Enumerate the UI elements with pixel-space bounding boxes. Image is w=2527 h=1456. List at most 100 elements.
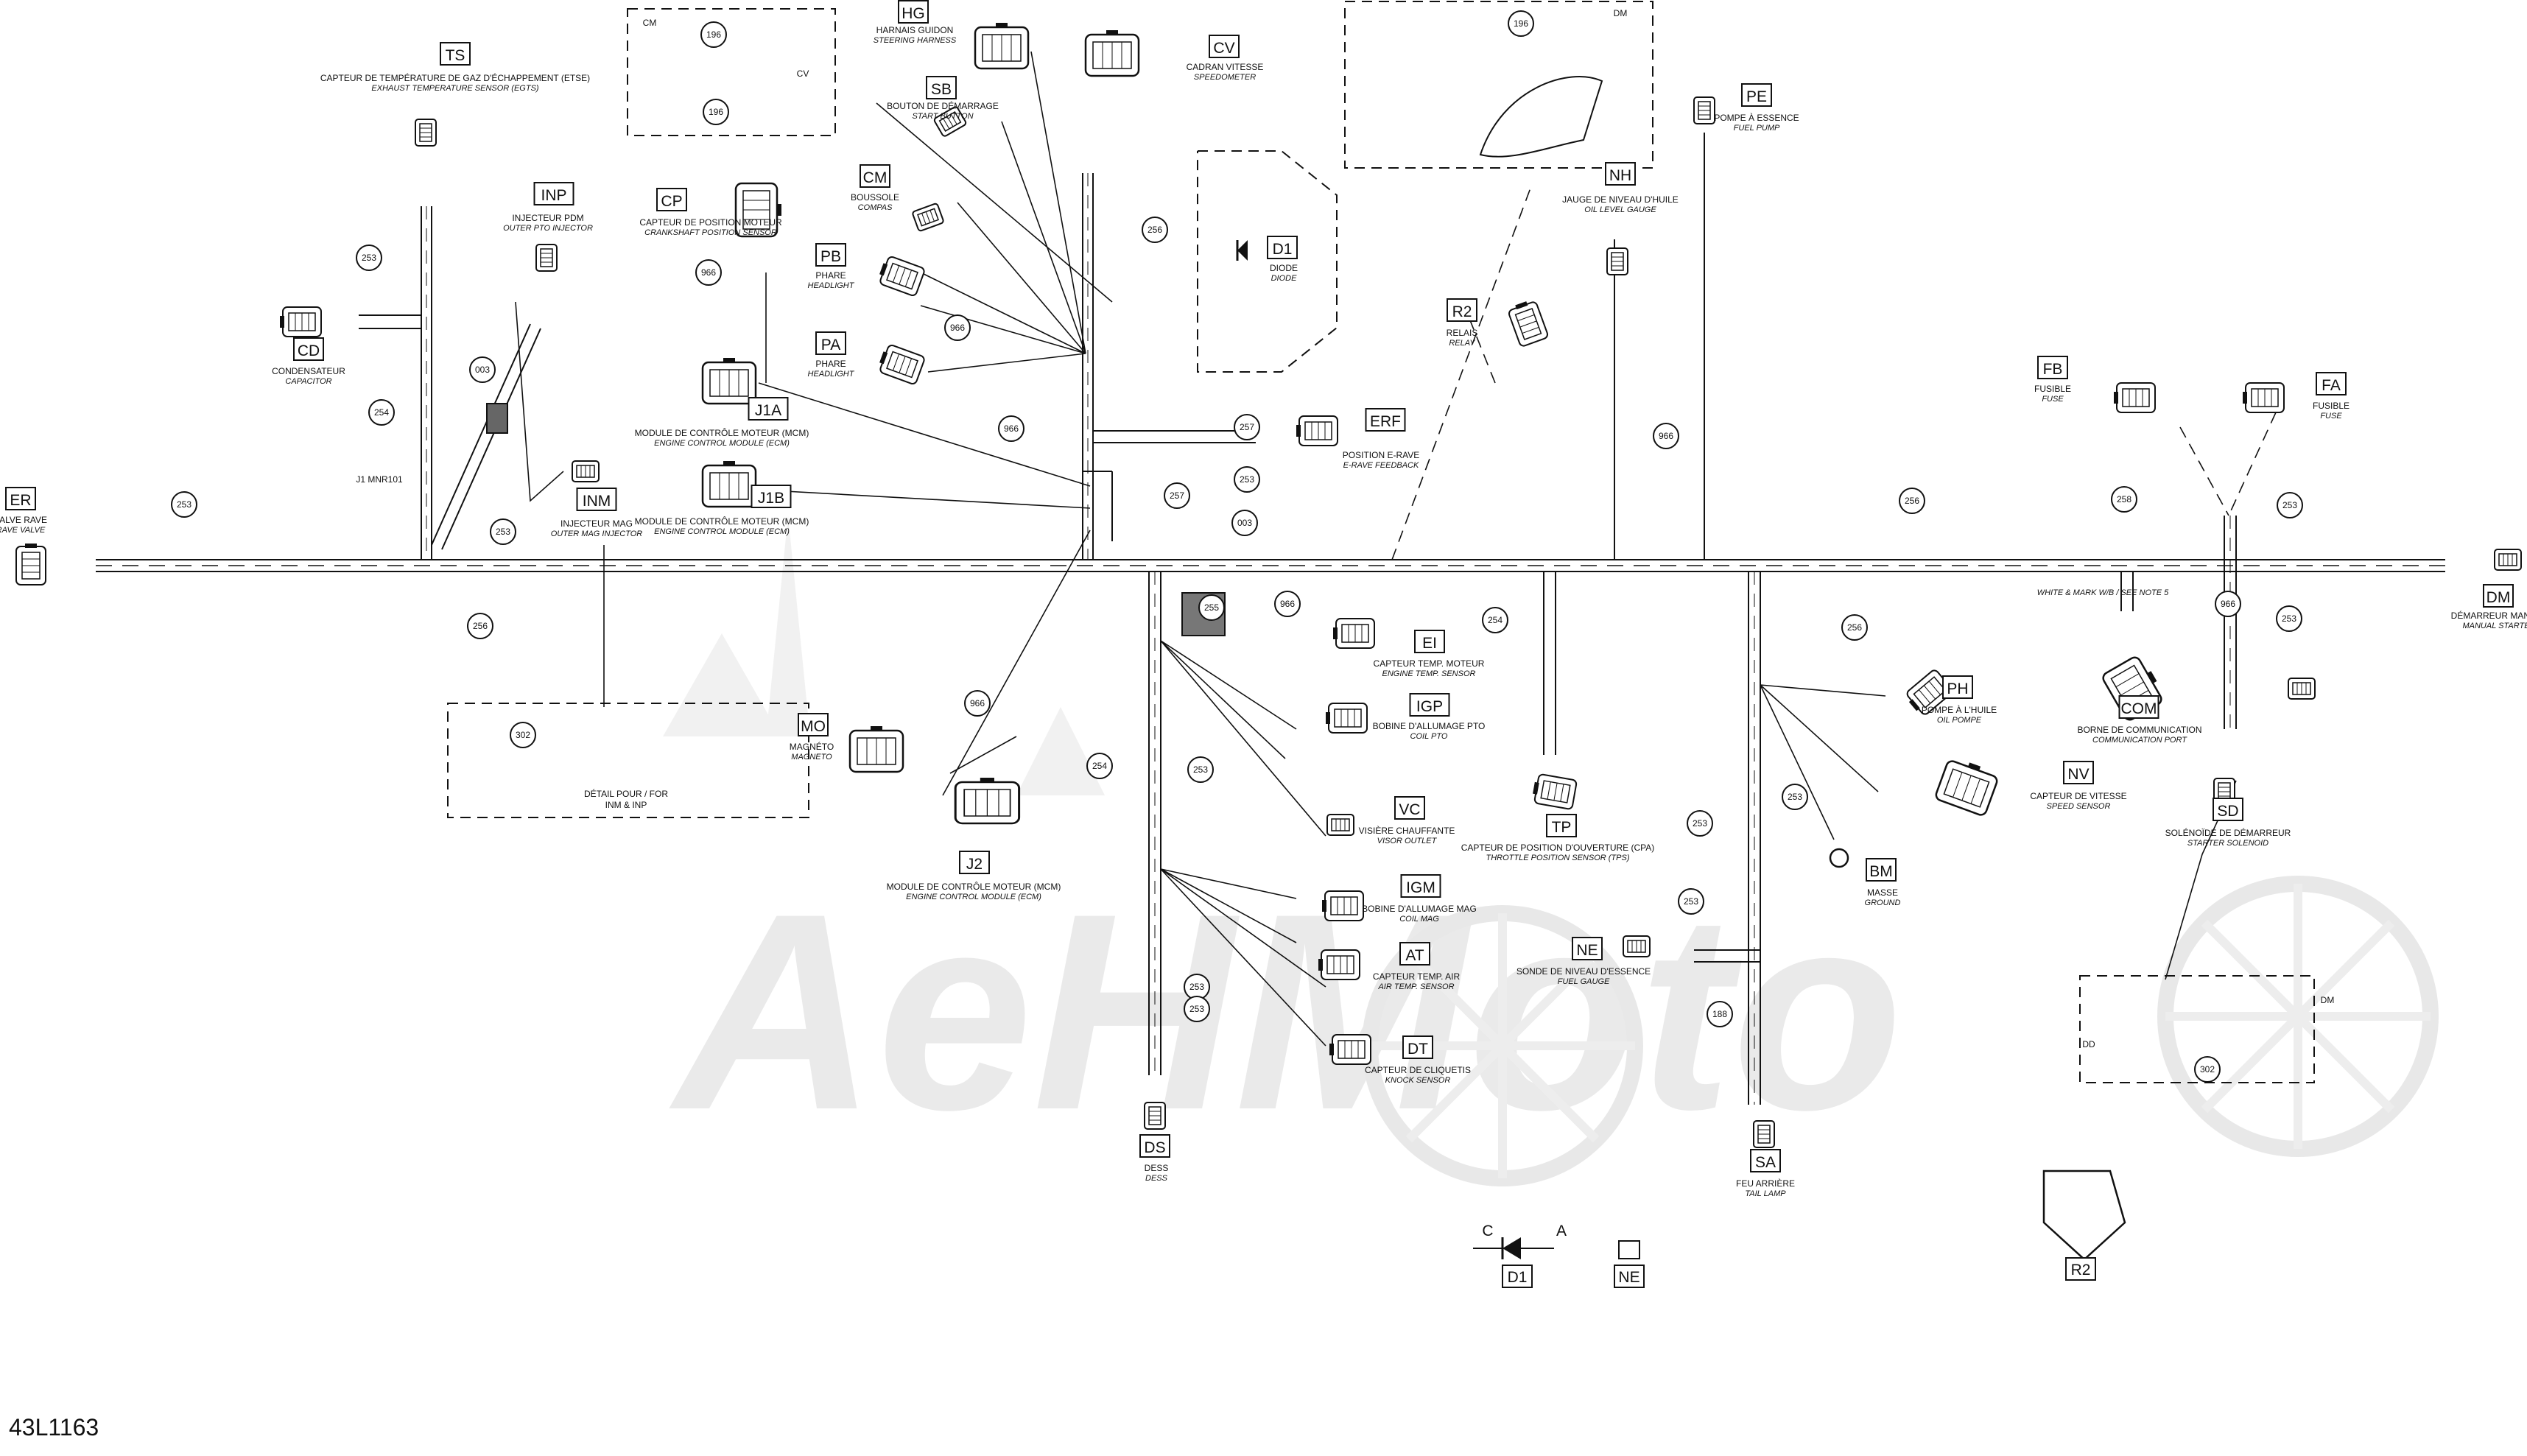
figure-reference: 43L1163 (9, 1414, 99, 1441)
component-label-fr: CADRAN VITESSE (1187, 62, 1264, 72)
component-label-fr: INJECTEUR PDM (512, 213, 583, 223)
component-label-fr: CAPTEUR TEMP. MOTEUR (1374, 658, 1485, 669)
component-code: IGM (1406, 879, 1435, 896)
gauge-253: 253 (496, 527, 510, 537)
component-label-fr: FUSIBLE (2034, 384, 2071, 394)
gauge-196: 196 (709, 107, 723, 117)
component-label-fr: MAGNÉTO (790, 741, 834, 752)
component-label-fr: JAUGE DE NIVEAU D'HUILE (1562, 194, 1679, 205)
component-label-fr: CAPTEUR DE VITESSE (2030, 791, 2126, 801)
component-label-en: MANUAL STARTER (2462, 622, 2527, 630)
component-label-en: KNOCK SENSOR (1385, 1076, 1451, 1085)
component-code: J2 (966, 856, 983, 873)
component-code: NE (1576, 942, 1598, 959)
gauge-302: 302 (516, 730, 530, 740)
legend-d1: D1 (1508, 1269, 1528, 1286)
gauge-256: 256 (1905, 496, 1919, 506)
component-label-fr: FUSIBLE (2313, 401, 2349, 411)
svg-text:J1 MNR101: J1 MNR101 (356, 474, 403, 485)
svg-text:CM: CM (643, 18, 657, 28)
gauge-253: 253 (2282, 500, 2297, 510)
svg-text:CV: CV (797, 68, 809, 79)
component-label-fr: BORNE DE COMMUNICATION (2077, 725, 2201, 735)
component-label-en: SPEEDOMETER (1194, 73, 1256, 82)
component-code: DM (2486, 589, 2511, 606)
svg-text:DM: DM (2321, 995, 2335, 1005)
component-code: FA (2322, 377, 2341, 394)
component-label-en: START BUTTON (912, 112, 973, 121)
gauge-256: 256 (1147, 225, 1162, 235)
component-label-en: E-RAVE FEEDBACK (1343, 461, 1419, 470)
component-code: MO (801, 718, 826, 735)
gauge-254: 254 (374, 407, 389, 418)
gauge-003: 003 (475, 365, 490, 375)
component-code: CM (863, 169, 888, 186)
legend: D1 NE R2 (1502, 1257, 2096, 1288)
component-label-fr: POMPE À L'HUILE (1922, 704, 1997, 715)
svg-text:DD: DD (2082, 1039, 2095, 1049)
component-code: SA (1755, 1154, 1776, 1171)
component-label-en: OUTER PTO INJECTOR (503, 224, 593, 233)
connectors (15, 21, 2522, 1261)
gauge-254: 254 (1488, 615, 1503, 625)
wire-gauge-numbers: 253 254 003 253 256 253 966 256 966 966 … (177, 18, 2297, 1075)
component-code: NH (1609, 167, 1631, 184)
gauge-256: 256 (473, 621, 488, 631)
component-label-fr: CONDENSATEUR (272, 366, 345, 376)
component-label-en: OIL LEVEL GAUGE (1584, 205, 1656, 214)
component-label-fr: CAPTEUR DE TEMPÉRATURE DE GAZ D'ÉCHAPPEM… (320, 72, 590, 83)
component-label-fr: SONDE DE NIVEAU D'ESSENCE (1516, 966, 1651, 977)
gauge-254: 254 (1092, 761, 1107, 771)
gauge-966: 966 (1004, 423, 1019, 434)
component-label-en: CAPACITOR (285, 377, 331, 386)
component-label-fr: BOUSSOLE (851, 192, 899, 203)
component-label-fr: CAPTEUR DE POSITION MOTEUR (639, 217, 782, 228)
component-code: COM (2121, 700, 2157, 717)
svg-text:DÉTAIL POUR / FOR: DÉTAIL POUR / FOR (584, 788, 668, 799)
svg-text:WHITE & MARK W/B / SEE NOTE 5: WHITE & MARK W/B / SEE NOTE 5 (2037, 588, 2169, 597)
component-code: IGP (1416, 698, 1443, 715)
component-label-fr: MODULE DE CONTRÔLE MOTEUR (MCM) (635, 427, 809, 438)
component-label-fr: POMPE À ESSENCE (1714, 112, 1799, 123)
component-label-en: SPEED SENSOR (2047, 802, 2111, 811)
svg-text:C: C (1482, 1223, 1493, 1239)
component-label-fr: INJECTEUR MAG (560, 518, 633, 529)
component-label-en: ENGINE CONTROL MODULE (ECM) (654, 439, 790, 448)
component-label-fr: VALVE RAVE (0, 515, 47, 525)
gauge-188: 188 (1712, 1009, 1727, 1019)
component-code: J1A (755, 402, 781, 419)
svg-text:INM & INP: INM & INP (605, 800, 647, 810)
component-code: CV (1213, 40, 1234, 57)
component-label-en: OUTER MAG INJECTOR (551, 530, 643, 538)
component-label-en: RELAY (1449, 339, 1475, 348)
legend-r2: R2 (2071, 1262, 2091, 1279)
component-code: ERF (1370, 413, 1401, 430)
component-code: EI (1422, 635, 1437, 652)
component-code: D1 (1273, 241, 1293, 258)
component-label-fr: VISIÈRE CHAUFFANTE (1359, 825, 1455, 836)
gauge-253: 253 (1240, 474, 1254, 485)
wire-gauge-callouts (171, 10, 2303, 1083)
component-label-en: VISOR OUTLET (1377, 837, 1438, 845)
component-label-en: GROUND (1865, 898, 1901, 907)
svg-text:DM: DM (1614, 8, 1628, 18)
gauge-258: 258 (2117, 494, 2131, 504)
